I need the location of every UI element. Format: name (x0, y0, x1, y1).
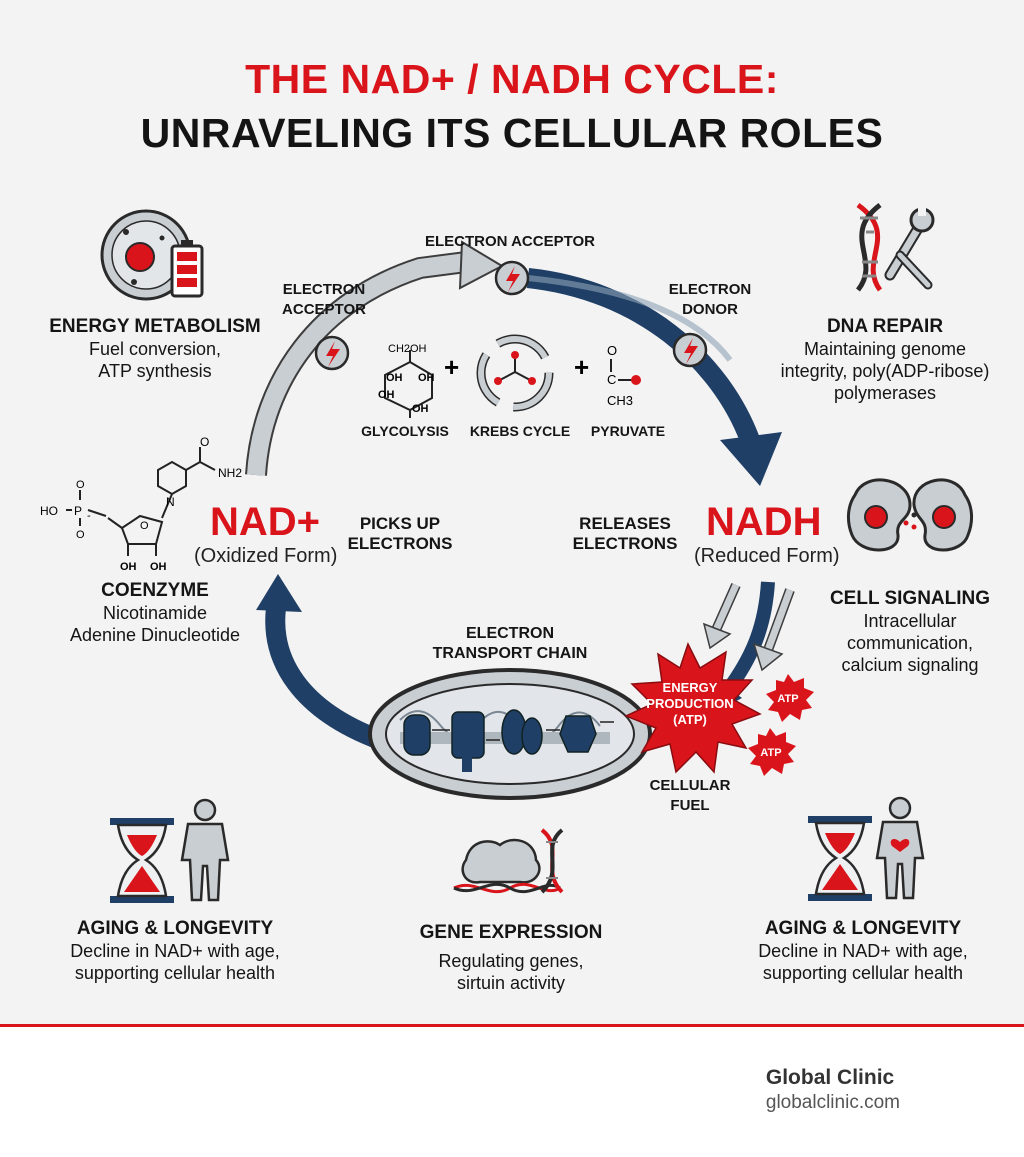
role-coenzyme: COENZYME Nicotinamide Adenine Dinucleoti… (30, 580, 280, 646)
role-title: GENE EXPRESSION (419, 922, 603, 943)
glucose-molecule (384, 350, 433, 418)
energy-starburst (624, 642, 762, 774)
oh-label: OH (120, 561, 137, 573)
oh-label: OH (412, 403, 429, 415)
cell-battery-icon (100, 209, 204, 301)
oh-label: OH (378, 389, 395, 401)
nh2-label: NH2 (218, 466, 242, 480)
pyruvate-molecule (610, 359, 641, 385)
role-dna-repair: DNA REPAIR Maintaining genome integrity,… (760, 316, 1010, 404)
p-label: P (74, 504, 82, 518)
cellular-fuel-label: CELLULAR FUEL (649, 777, 731, 814)
ring-o-label: O (140, 520, 149, 532)
role-gene-expression: GENE EXPRESSION Regulating genes, sirtui… (386, 922, 636, 994)
role-aging-right: AGING & LONGEVITY Decline in NAD+ with a… (728, 918, 998, 984)
glucose-label: CH2OH (388, 343, 427, 355)
atp-badge (766, 674, 814, 722)
plus-sign: + (574, 352, 589, 382)
plus-sign: + (444, 352, 459, 382)
nadh-label: NADH (706, 500, 822, 544)
footer (0, 1024, 1024, 1157)
role-cell-signaling: CELL SIGNALING Intracellular communicati… (800, 588, 1020, 676)
role-desc: Maintaining genome integrity, poly(ADP-r… (780, 339, 990, 403)
pyruvate-c: C (607, 372, 616, 387)
nad-plus-form: (Oxidized Form) (194, 545, 338, 567)
ho-label: HO (40, 504, 58, 518)
title-line-2: UNRAVELING ITS CELLULAR ROLES (140, 110, 884, 156)
gene-expression-icon (453, 828, 564, 894)
brand-name: Global Clinic (765, 1066, 895, 1089)
role-desc: Decline in NAD+ with age, supporting cel… (758, 941, 968, 983)
electron-acceptor-left: ELECTRON ACCEPTOR (282, 281, 366, 318)
person-icon (180, 798, 230, 902)
pyruvate-label: PYRUVATE (590, 423, 666, 439)
electron-acceptor-top: ELECTRON ACCEPTOR (424, 233, 595, 250)
etc-label: ELECTRON TRANSPORT CHAIN (432, 625, 588, 662)
footer-brand: Global Clinic globalclinic.com (766, 1066, 900, 1114)
role-desc: Decline in NAD+ with age, supporting cel… (70, 941, 280, 983)
minus-label: - (87, 510, 91, 522)
picks-up-electrons: PICKS UP ELECTRONS (347, 514, 453, 553)
releases-electrons: RELEASES ELECTRONS (572, 514, 678, 553)
phosphate-o-label: O (76, 529, 85, 541)
role-title: AGING & LONGEVITY (764, 918, 962, 939)
hourglass-icon (110, 818, 174, 903)
lightning-icon (314, 335, 350, 371)
cell-signaling-icon (846, 478, 974, 552)
pyruvate-o: O (607, 343, 617, 358)
role-aging-left: AGING & LONGEVITY Decline in NAD+ with a… (40, 918, 310, 984)
brand-url[interactable]: globalclinic.com (765, 1092, 900, 1113)
role-desc: Regulating genes, sirtuin activity (438, 951, 584, 993)
glycolysis-label: GLYCOLYSIS (361, 423, 449, 439)
nad-molecule (66, 447, 216, 556)
arrow-top-to-nadh (526, 268, 782, 486)
mitochondrion-icon (368, 668, 652, 800)
nadh-form: (Reduced Form) (694, 545, 840, 567)
role-desc: Fuel conversion, ATP synthesis (88, 339, 222, 381)
oh-label: OH (386, 372, 403, 384)
role-title: AGING & LONGEVITY (76, 918, 274, 939)
hourglass-icon (808, 816, 872, 901)
krebs-cycle-icon (476, 334, 554, 412)
lightning-icon (494, 260, 530, 296)
krebs-cycle-label: KREBS CYCLE (469, 423, 571, 439)
person-heart-icon (875, 796, 925, 900)
pyruvate-ch3: CH3 (607, 393, 633, 408)
lightning-icon (672, 332, 708, 368)
atp-label: ATP (777, 693, 798, 705)
oh-label: OH (418, 372, 435, 384)
role-title: ENERGY METABOLISM (49, 316, 261, 337)
role-title: DNA REPAIR (826, 316, 944, 337)
atp-badge (748, 728, 796, 776)
electron-donor: ELECTRON DONOR (668, 281, 752, 318)
phosphate-o-label: O (76, 479, 85, 491)
atp-label: ATP (760, 747, 781, 759)
n-label: N (166, 495, 175, 509)
role-desc: Nicotinamide Adenine Dinucleotide (69, 603, 241, 645)
arrow-nad-to-top (245, 240, 505, 476)
role-title: CELL SIGNALING (829, 588, 991, 609)
role-title: COENZYME (101, 580, 209, 601)
role-desc: Intracellular communication, calcium sig… (841, 611, 979, 675)
dna-wrench-icon (855, 202, 935, 292)
title-line-1: THE NAD+ / NADH CYCLE: (245, 56, 779, 102)
oh-label: OH (150, 561, 167, 573)
energy-production-label: ENERGY PRODUCTION (ATP) (646, 680, 734, 727)
nad-o-label: O (200, 435, 209, 449)
role-energy-metabolism: ENERGY METABOLISM Fuel conversion, ATP s… (30, 316, 280, 382)
nad-plus-label: NAD+ (210, 500, 321, 544)
arrow-etc-to-nad (256, 574, 384, 750)
